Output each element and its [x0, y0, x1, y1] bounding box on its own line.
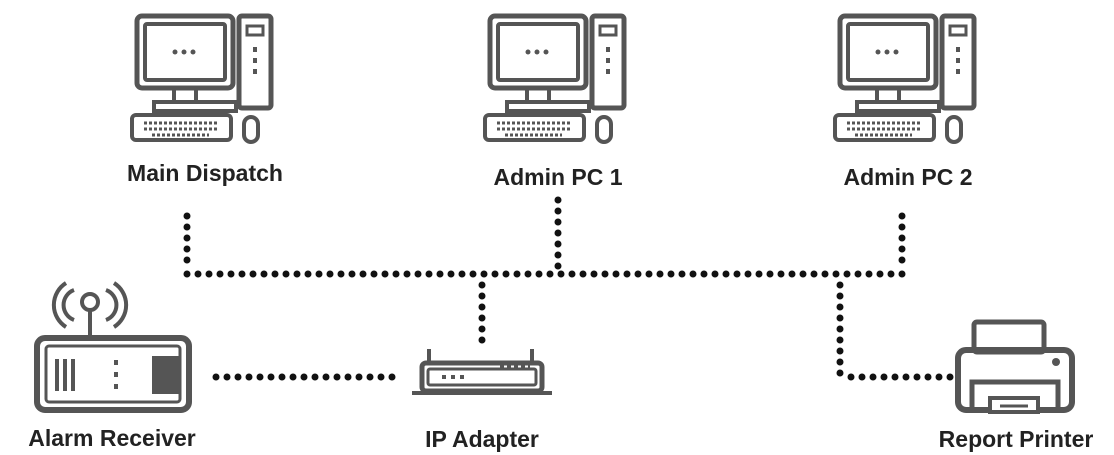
report-printer-label: Report Printer [938, 426, 1094, 452]
printer-icon [955, 319, 1075, 414]
ip-adapter-label: IP Adapter [425, 426, 539, 452]
main-dispatch-computer-icon [132, 16, 271, 142]
main-dispatch-label: Main Dispatch [127, 160, 283, 186]
admin-pc-1-label: Admin PC 1 [493, 164, 623, 190]
connector-lines [183, 196, 956, 381]
ip-adapter-icon [412, 349, 552, 395]
admin-pc-2-label: Admin PC 2 [843, 164, 973, 190]
alarm-receiver-label: Alarm Receiver [28, 425, 196, 451]
admin-pc-1-computer-icon [485, 16, 624, 142]
alarm-receiver-icon [34, 281, 192, 413]
admin-pc-2-computer-icon [835, 16, 974, 142]
